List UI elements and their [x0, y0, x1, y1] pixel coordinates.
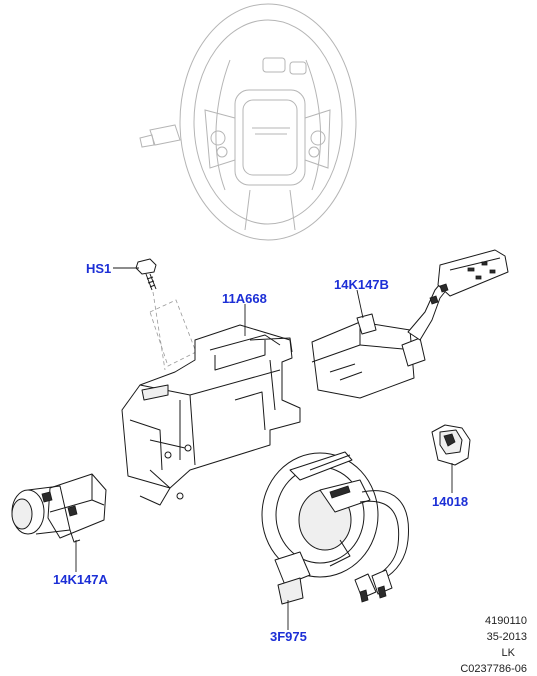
clockspring-3f975-part: [261, 451, 409, 605]
callout-hs1[interactable]: HS1: [86, 261, 112, 276]
callout-14k147b[interactable]: 14K147B: [334, 277, 389, 292]
callout-11a668[interactable]: 11A668: [222, 291, 267, 306]
leader-lines: [75, 267, 453, 630]
callout-14018[interactable]: 14018: [432, 494, 469, 509]
footer-illustration-number: 4190110: [484, 615, 527, 627]
callout-3f975[interactable]: 3F975: [270, 629, 307, 644]
footer-model-code: LK: [501, 647, 515, 659]
callout-14k147a[interactable]: 14K147A: [53, 572, 108, 587]
footer-catalogue-reference: C0237786-06: [460, 663, 527, 675]
connector-14018-part: [431, 424, 471, 466]
housing-11a668-part: [121, 324, 301, 506]
steering-wheel-illustration: [139, 3, 357, 241]
footer-date-code: 35-2013: [486, 631, 527, 643]
wiper-switch-14k147b-part: [311, 249, 509, 399]
light-switch-14k147a-part: [11, 473, 107, 543]
screw-hs1-part: [135, 258, 197, 371]
